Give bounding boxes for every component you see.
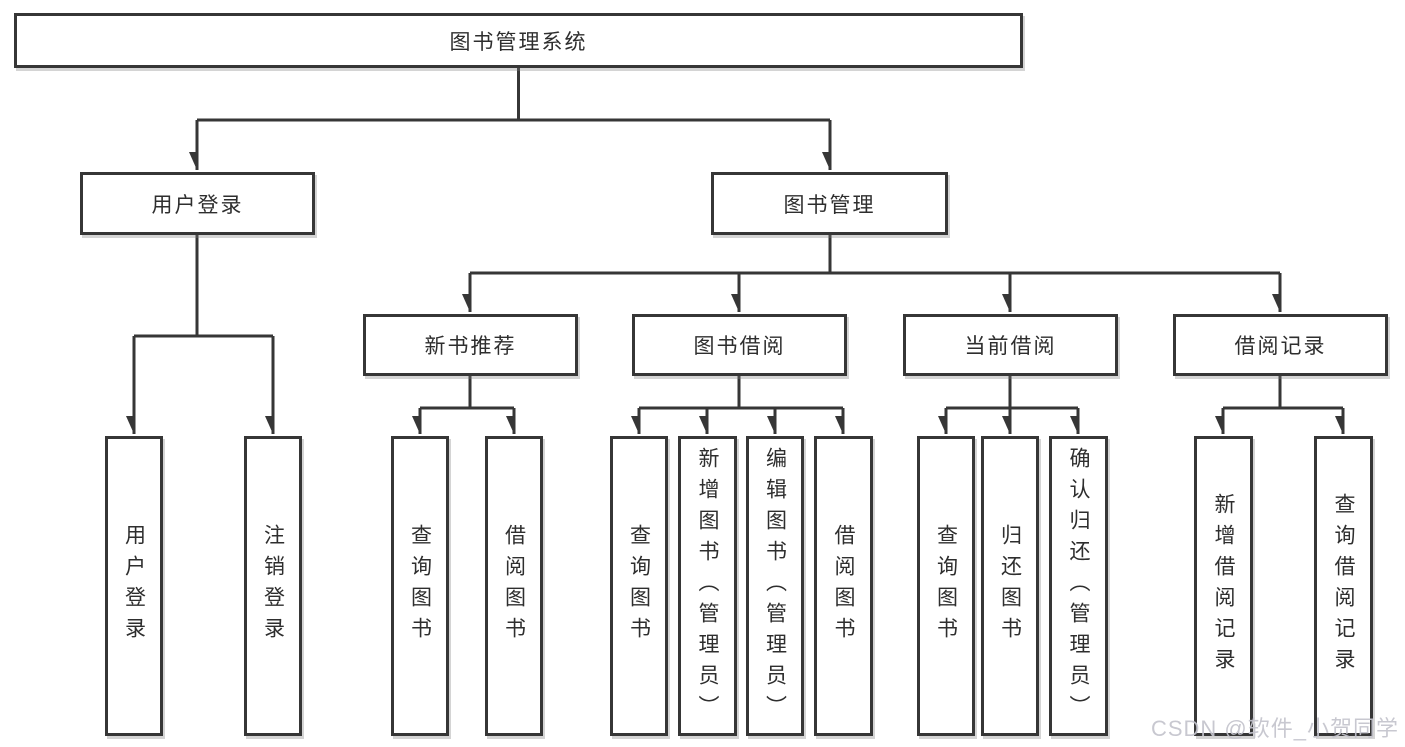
leaf-label: 注销登录 [261,524,285,648]
node-label: 当前借阅 [964,335,1057,358]
leaf-query-books-current: 查询图书 [917,436,975,736]
leaf-edit-books-admin: 编辑图书（管理员） [746,436,804,736]
node-label: 图书借阅 [693,335,786,358]
leaf-label: 查询借阅记录 [1332,493,1355,679]
leaf-add-books-admin: 新增图书（管理员） [678,436,737,736]
leaf-borrow-books: 借阅图书 [814,436,873,736]
node-label: 借阅记录 [1234,335,1327,358]
node-book-borrowing: 图书借阅 [632,314,847,376]
leaf-confirm-return-admin: 确认归还（管理员） [1049,436,1108,736]
node-user-login: 用户登录 [80,172,315,235]
leaf-label: 确认归还（管理员） [1067,446,1090,726]
node-book-management: 图书管理 [711,172,948,235]
leaf-label: 编辑图书（管理员） [763,446,787,726]
leaf-logout: 注销登录 [244,436,302,736]
connector-segments [134,68,1345,434]
leaf-query-books-recommend: 查询图书 [391,436,449,736]
node-new-book-recommendation: 新书推荐 [363,314,578,376]
leaf-query-borrow-record: 查询借阅记录 [1314,436,1373,736]
leaf-label: 新增借阅记录 [1212,493,1235,679]
csdn-watermark: CSDN @软件_小贺同学 [1150,716,1399,741]
leaf-label: 借阅图书 [832,524,855,648]
leaf-label: 查询图书 [934,524,958,648]
leaf-add-borrow-record: 新增借阅记录 [1194,436,1253,736]
node-label: 用户登录 [151,193,244,217]
node-current-borrowing: 当前借阅 [903,314,1118,376]
node-borrowing-records: 借阅记录 [1173,314,1388,376]
node-label: 图书管理系统 [449,30,588,54]
leaf-query-books-borrow: 查询图书 [610,436,668,736]
leaf-label: 查询图书 [627,524,651,648]
leaf-user-login: 用户登录 [105,436,163,736]
node-label: 新书推荐 [424,335,517,358]
leaf-label: 用户登录 [122,524,146,648]
node-label: 图书管理 [783,193,876,217]
node-library-management-system: 图书管理系统 [14,13,1023,68]
leaf-label: 归还图书 [998,524,1022,648]
leaf-label: 借阅图书 [502,524,526,648]
leaf-label: 查询图书 [408,524,432,648]
leaf-return-books: 归还图书 [981,436,1039,736]
leaf-label: 新增图书（管理员） [696,446,719,726]
leaf-borrow-books-recommend: 借阅图书 [485,436,543,736]
